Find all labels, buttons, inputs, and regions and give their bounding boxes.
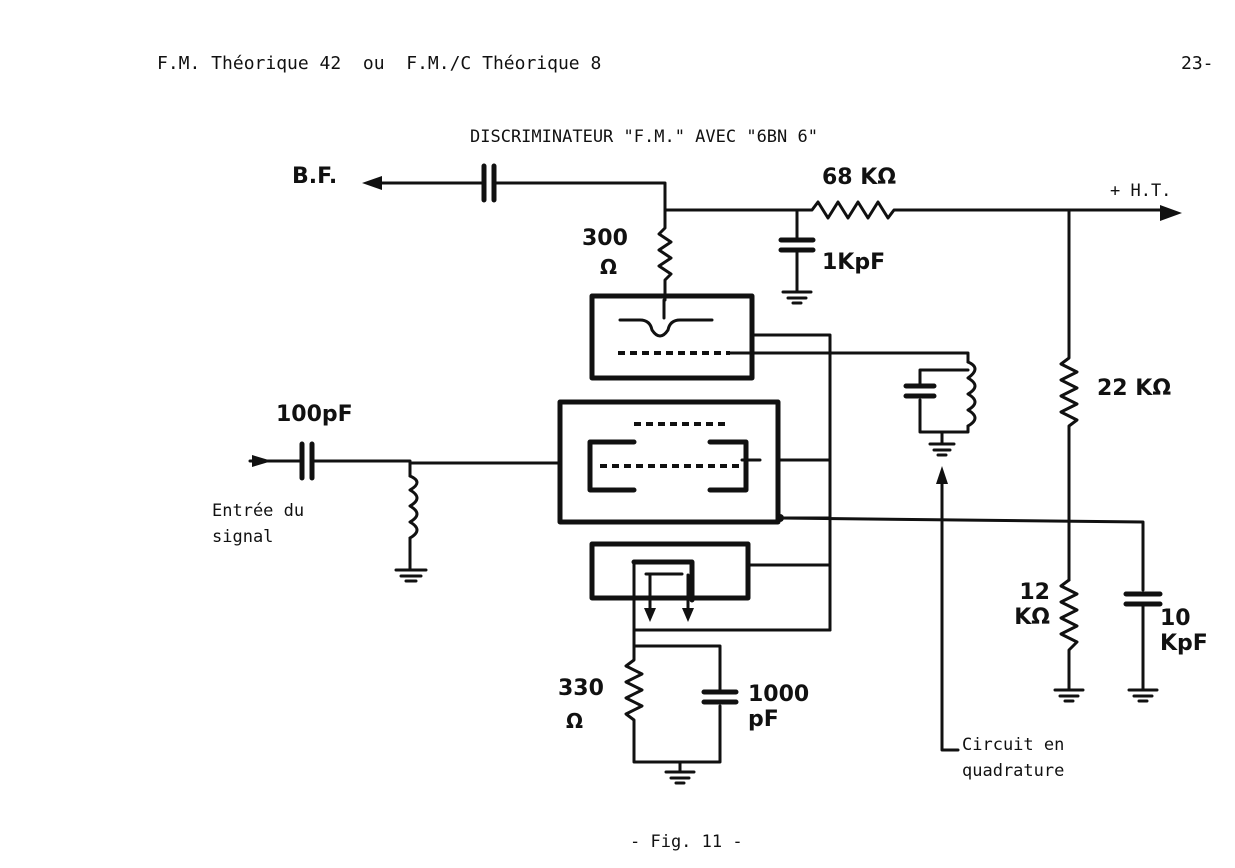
label-input-signal: Entrée du signal — [212, 501, 305, 547]
page-number: 23- — [1181, 53, 1214, 74]
label-quadrature: Circuit en quadrature — [962, 735, 1065, 781]
figure-caption: - Fig. 11 - — [630, 832, 743, 852]
label-12k: 12 KΩ — [1014, 580, 1050, 631]
capacitor-1kpf — [778, 208, 816, 305]
label-330-unit: Ω — [566, 709, 584, 733]
label-330-value: 330 — [558, 676, 604, 701]
label-1kpf: 1KpF — [822, 250, 886, 275]
input-circuit — [248, 441, 428, 583]
diagram-title: DISCRIMINATEUR "F.M." AVEC "6BN 6" — [470, 127, 818, 147]
label-300-value: 300 — [582, 226, 628, 251]
label-ht: + H.T. — [1110, 181, 1172, 201]
label-100pf: 100pF — [276, 402, 353, 427]
resistor-68k — [663, 200, 1182, 221]
label-22k: 22 KΩ — [1097, 376, 1172, 401]
capacitor-1000pf — [701, 689, 739, 705]
resistor-22k — [1059, 208, 1079, 582]
resistor-300 — [657, 208, 673, 302]
label-10kpf: 10 KpF — [1160, 606, 1208, 657]
resistor-12k — [1053, 578, 1085, 703]
label-68k: 68 KΩ — [822, 165, 897, 190]
bf-output — [362, 163, 667, 212]
label-300-unit: Ω — [600, 255, 618, 279]
tube-6bn6 — [408, 293, 1145, 632]
capacitor-10kpf — [1123, 591, 1163, 703]
label-1000pf: 1000 pF — [748, 682, 810, 733]
label-bf: B.F. — [292, 164, 338, 189]
resistor-330 — [624, 628, 722, 785]
quadrature-tank — [898, 351, 977, 752]
header-title: F.M. Théorique 42 ou F.M./C Théorique 8 — [157, 53, 602, 74]
